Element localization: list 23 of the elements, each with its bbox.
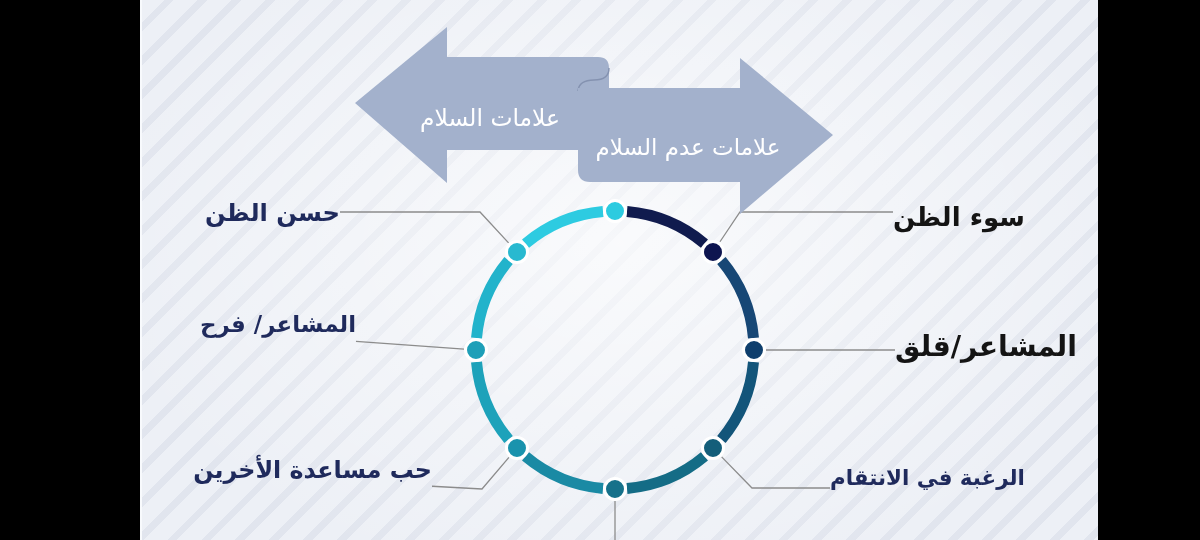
leader-line [765, 349, 896, 351]
ring-segment [717, 361, 759, 443]
ring-segment [522, 451, 604, 494]
ring-segment [626, 206, 708, 248]
ring-segment [522, 206, 604, 248]
arrow-label: علامات السلام [420, 102, 560, 134]
callout-label: حب مساعدة الأخرين [193, 452, 432, 488]
leader-line [355, 340, 465, 350]
callout-label: الرغبة في الانتقام [830, 462, 1025, 494]
ring-segment [716, 257, 759, 339]
callout-label: المشاعر/قلق [895, 327, 1077, 367]
ring-segment [626, 452, 708, 494]
leader-line [339, 211, 510, 244]
ring-segment [471, 361, 513, 443]
callout-label: سوء الظن [893, 200, 1025, 236]
leader-line [721, 456, 831, 489]
callout-label: حسن الظن [205, 196, 340, 230]
leader-line [719, 211, 894, 243]
ring-segment [471, 257, 513, 339]
leader-line [614, 500, 616, 540]
callout-label: المشاعر/ فرح [200, 305, 356, 343]
arrow-label: علامات عدم السلام [595, 133, 781, 163]
leader-line [431, 456, 510, 490]
